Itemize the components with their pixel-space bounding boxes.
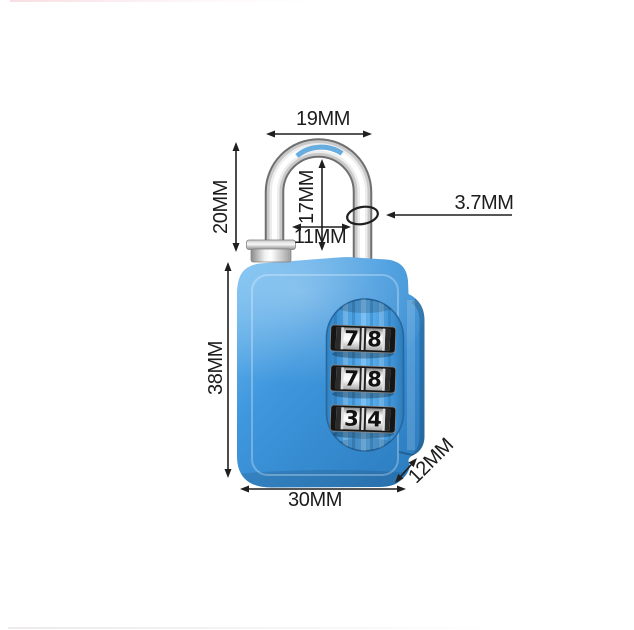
dial-row-1[interactable]: 7 8 <box>329 324 397 354</box>
shackle-height-label: 20MM <box>210 180 232 234</box>
dimension-arrowheads <box>224 130 417 493</box>
dial-2-right-digit: 8 <box>367 367 382 391</box>
shackle-inner-width-label: 11MM <box>293 226 347 248</box>
diameter-ellipse <box>346 205 379 226</box>
dial-1-left-digit: 7 <box>344 326 359 350</box>
shackle-width-label: 19MM <box>296 108 350 130</box>
body-side-light-band <box>407 300 415 450</box>
dial-1-right-digit: 8 <box>367 327 382 351</box>
body-height-label: 38MM <box>205 341 227 395</box>
shackle-inner-height-label: 17MM <box>296 170 318 224</box>
dial-row-3[interactable]: 3 4 <box>329 404 397 434</box>
shackle <box>264 138 373 262</box>
dial-3-left-digit: 3 <box>344 406 359 430</box>
dial-row-2[interactable]: 7 8 <box>329 364 397 394</box>
dial-2-left-digit: 7 <box>344 366 359 390</box>
shackle-blue-reflection <box>295 144 344 158</box>
dial-3-right-digit: 4 <box>367 407 382 431</box>
shackle-diameter-label: 3.7MM <box>454 192 514 214</box>
body-width-label: 30MM <box>288 489 342 511</box>
shackle-collar <box>246 239 296 263</box>
dimension-lines <box>227 133 512 490</box>
body-depth-line <box>400 464 412 477</box>
